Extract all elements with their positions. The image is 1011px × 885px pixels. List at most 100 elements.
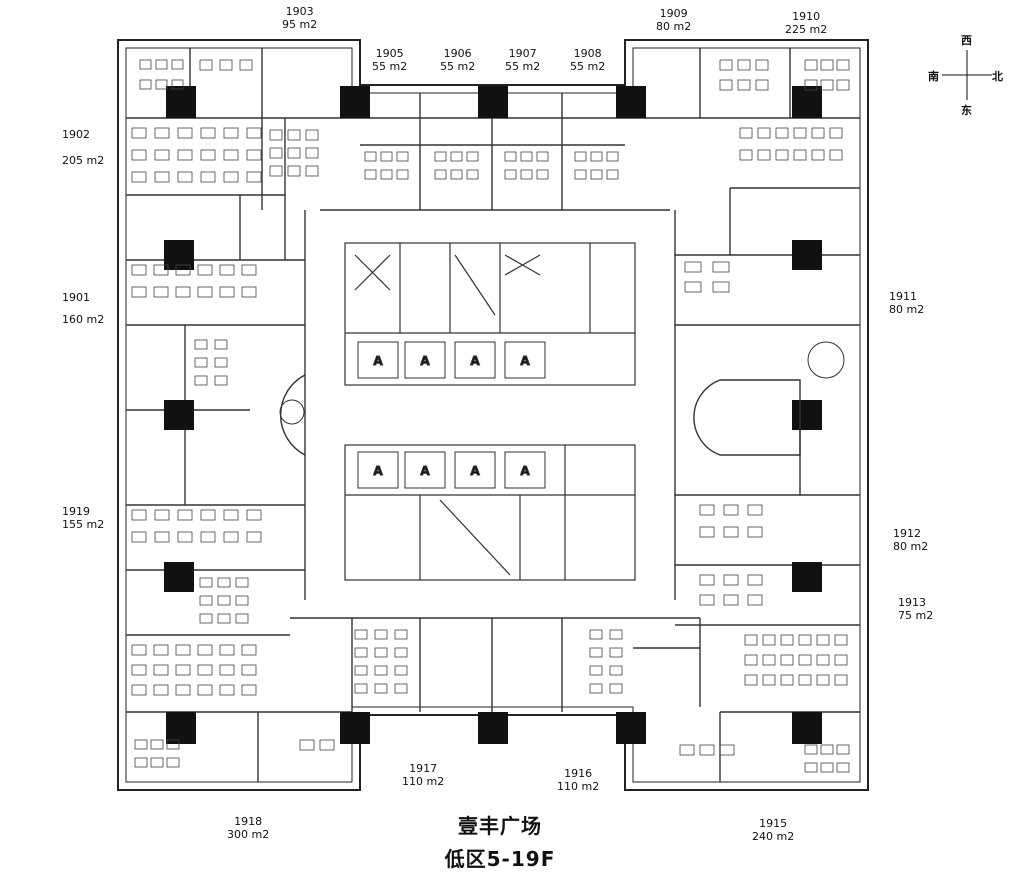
desk <box>153 644 169 656</box>
desk <box>719 79 733 91</box>
desk <box>798 634 812 646</box>
desk <box>175 684 191 696</box>
desk <box>816 634 830 646</box>
desk <box>194 375 208 386</box>
unit-number: 1915 <box>759 817 788 830</box>
unit-area: 55 m2 <box>505 60 541 73</box>
plan-subtitle: 低区5-19F <box>444 847 556 871</box>
desk <box>755 79 769 91</box>
desk <box>589 683 603 694</box>
core-lower <box>344 444 636 581</box>
unit-number: 1907 <box>508 47 537 60</box>
desk <box>536 169 549 180</box>
desk <box>679 744 695 756</box>
desk <box>699 574 715 586</box>
desk <box>177 171 193 183</box>
desk <box>380 151 393 162</box>
desk <box>219 59 233 71</box>
unit-1909-label: 1909 80 m2 <box>656 7 691 33</box>
unit-number: 1908 <box>573 47 602 60</box>
desk <box>609 629 623 640</box>
elevator-mark: A <box>470 354 480 368</box>
desk <box>739 149 753 161</box>
desk <box>520 151 533 162</box>
desk <box>536 151 549 162</box>
compass: 西 南 北 东 <box>928 30 1003 117</box>
desk <box>299 739 315 751</box>
elevator-mark: A <box>520 464 530 478</box>
desk <box>287 165 301 177</box>
unit-number: 1910 <box>792 10 821 23</box>
desk <box>374 629 388 640</box>
unit-number: 1901 <box>62 291 90 304</box>
unit-number: 1913 <box>898 596 926 609</box>
right-meeting-arc <box>693 379 801 456</box>
desk <box>520 169 533 180</box>
desk <box>757 149 771 161</box>
unit-number: 1919 <box>62 505 90 518</box>
unit-area: 55 m2 <box>372 60 408 73</box>
unit-area: 55 m2 <box>570 60 606 73</box>
desk <box>354 665 368 676</box>
desk <box>737 79 751 91</box>
desk <box>246 531 262 543</box>
desk <box>197 264 213 276</box>
desk <box>394 665 408 676</box>
desk <box>699 594 715 606</box>
desk <box>217 577 231 588</box>
desk <box>235 577 249 588</box>
desk <box>219 664 235 676</box>
desk <box>574 151 587 162</box>
elevator-car <box>404 341 446 379</box>
desk <box>241 684 257 696</box>
desk <box>719 744 735 756</box>
desk <box>134 739 148 750</box>
desk <box>744 634 758 646</box>
plan-title: 壹丰广场 <box>458 814 542 838</box>
desk <box>200 149 216 161</box>
desk <box>780 654 794 666</box>
desk <box>723 504 739 516</box>
desk <box>241 264 257 276</box>
desk <box>723 594 739 606</box>
desk <box>154 509 170 521</box>
desk <box>804 762 818 773</box>
desk <box>811 149 825 161</box>
desk <box>684 261 702 273</box>
desk <box>197 684 213 696</box>
desk <box>139 59 152 70</box>
desk <box>590 169 603 180</box>
desk <box>246 171 262 183</box>
desk <box>154 149 170 161</box>
desk <box>434 169 447 180</box>
desk <box>804 79 818 91</box>
desk <box>609 665 623 676</box>
desk <box>589 665 603 676</box>
desk <box>589 629 603 640</box>
desk <box>747 574 763 586</box>
unit-area: 110 m2 <box>402 775 445 788</box>
unit-1907-label: 1907 55 m2 <box>505 47 540 73</box>
desk <box>155 59 168 70</box>
unit-area: 80 m2 <box>656 20 692 33</box>
desk <box>235 613 249 624</box>
desk <box>394 629 408 640</box>
unit-1910-label: 1910 225 m2 <box>785 10 827 36</box>
desk <box>836 79 850 91</box>
desk <box>836 59 850 71</box>
elevator-mark: A <box>420 354 430 368</box>
desk <box>197 286 213 298</box>
desk <box>820 744 834 755</box>
unit-1905-label: 1905 55 m2 <box>372 47 407 73</box>
unit-1902-label: 1902 205 m2 <box>62 122 104 174</box>
desk <box>820 762 834 773</box>
desk <box>699 504 715 516</box>
desk <box>450 169 463 180</box>
desk <box>153 684 169 696</box>
building-outline <box>117 39 869 791</box>
desk <box>219 286 235 298</box>
desk <box>131 664 147 676</box>
desk <box>747 504 763 516</box>
desk <box>798 654 812 666</box>
